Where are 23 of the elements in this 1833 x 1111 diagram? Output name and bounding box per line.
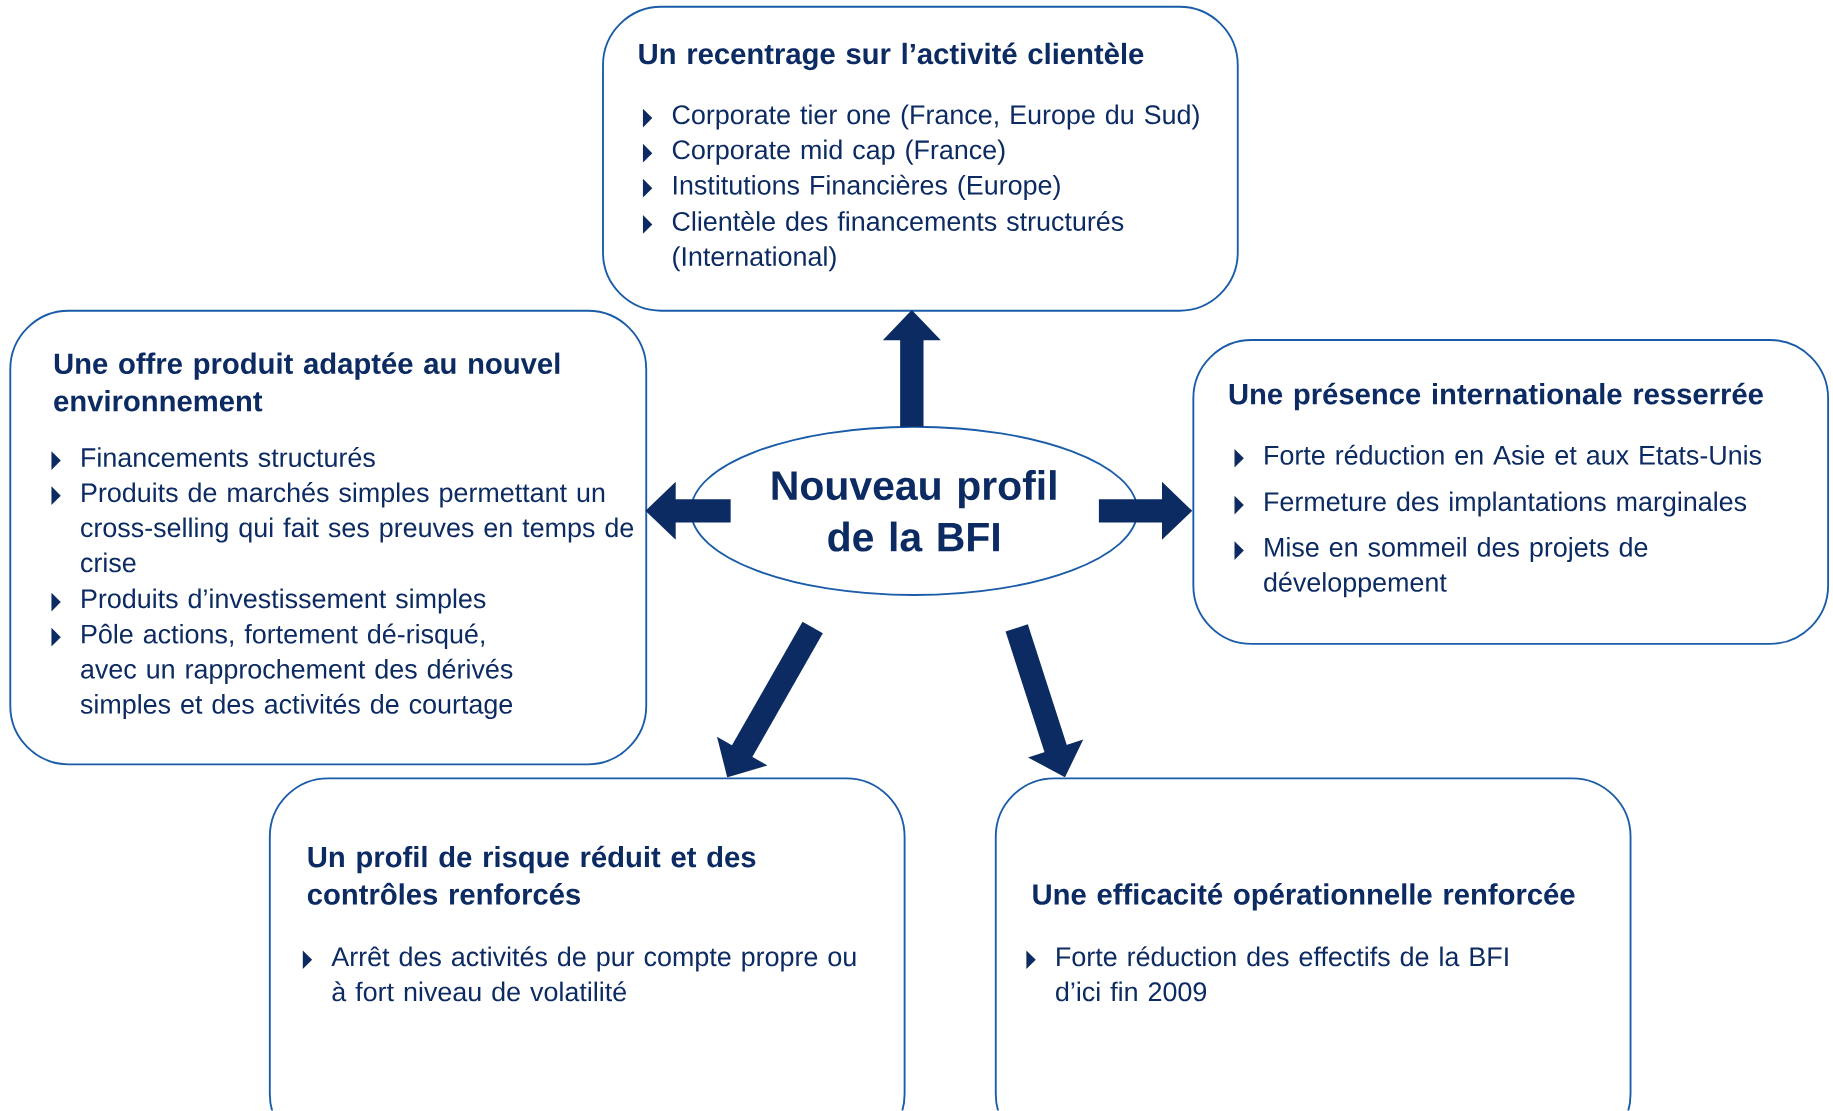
text-box	[9, 310, 648, 766]
bullet-point: Arrêt des activités de pur compte propre ou à fort niveau de volatilité	[302, 946, 856, 1002]
bullet-point: Mise en sommeil des projets de développement	[1234, 537, 1648, 598]
box-heading: Une efficacité opérationnelle renforcée	[1033, 883, 1575, 911]
bullet-point: Fermeture des implantations marginales	[1234, 491, 1747, 517]
box-heading: Une présence internationale resserrée	[1229, 382, 1763, 411]
bullet-point: Corporate tier one (France, Europe du Sud)	[642, 104, 1199, 130]
box-heading: Un profil de risque réduit et des contrôles renforcés	[307, 845, 756, 906]
bullet-point: Corporate mid cap (France)	[642, 139, 1005, 165]
text-box	[1192, 339, 1830, 646]
text-box	[268, 777, 906, 1111]
bullet-point: Financements structurés	[51, 447, 375, 471]
bullet-point: Institutions Financières (Europe)	[642, 174, 1060, 201]
box-heading: Une offre produit adaptée au nouvel environnement	[54, 352, 560, 412]
text-box	[602, 6, 1239, 312]
bullet-point: Produits d’investissement simples	[51, 588, 486, 614]
bullet-point: Forte réduction en Asie et aux Etats-Unis	[1234, 444, 1762, 468]
bullet-point: Produits de marchés simples permettant un cross-selling qui fait ses preuves en temps de crise	[51, 482, 634, 573]
bullet-point: Pôle actions, fortement dé-risqué, avec un rapprochement des dérivés simples et des activités de courtage	[51, 623, 513, 720]
bullet-point: Clientèle des financements structurés (International)	[642, 211, 1124, 272]
box-heading: Un recentrage sur l’activité clientèle	[639, 42, 1144, 71]
text-box	[994, 777, 1632, 1111]
bullet-point: Forte réduction des effectifs de la BFI d’ici fin 2009	[1026, 946, 1508, 1002]
